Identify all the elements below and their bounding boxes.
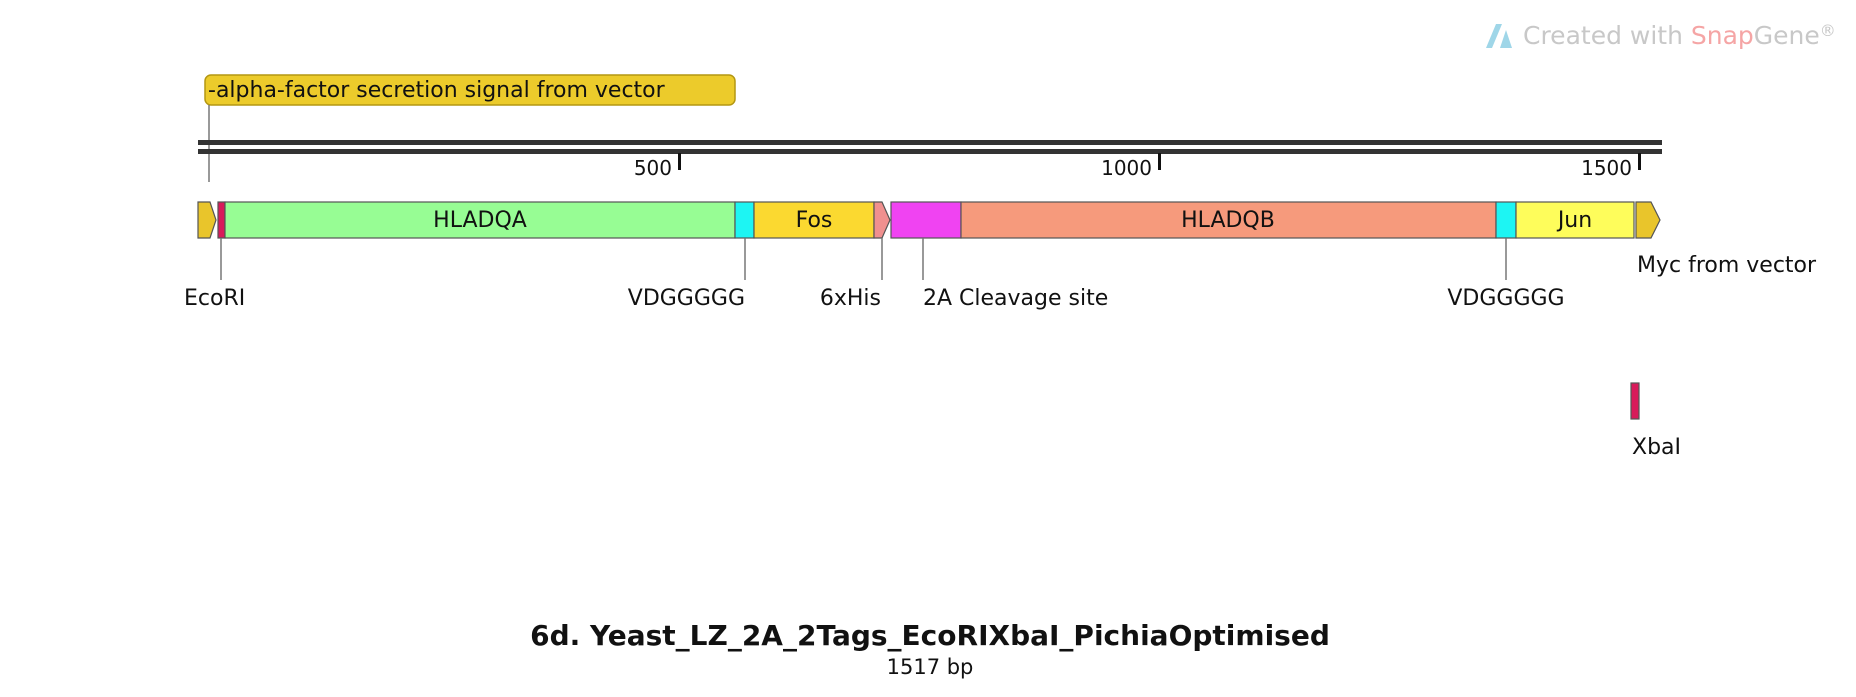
ruler-tick	[678, 153, 681, 170]
site-label-cleavage[interactable]: 2A Cleavage site	[923, 286, 1108, 311]
feature-jun-label: Jun	[1556, 208, 1592, 233]
watermark-reg: ®	[1820, 21, 1836, 40]
feature-fos-label: Fos	[796, 208, 833, 233]
site-label-his[interactable]: 6xHis	[820, 286, 881, 311]
ruler-tick-label: 500	[634, 156, 672, 180]
site-label-myc[interactable]: Myc from vector	[1637, 253, 1817, 278]
feature-myc[interactable]	[1635, 201, 1661, 239]
ruler-tick	[1638, 153, 1641, 170]
feature-vector-end-left[interactable]	[197, 201, 217, 239]
feature-linker-1[interactable]	[734, 201, 755, 239]
ruler-tick-label: 1000	[1101, 156, 1152, 180]
snapgene-watermark: Created with SnapGene®	[1486, 21, 1836, 50]
feature-hladqa[interactable]	[224, 201, 736, 239]
signal-feature[interactable]: -alpha-factor secretion signal from vect…	[204, 74, 736, 182]
feature-his-tag[interactable]	[873, 201, 891, 239]
feature-hladqb-label: HLADQB	[1181, 208, 1275, 233]
ruler: 500 1000 1500	[634, 153, 1641, 180]
feature-cleavage-2a[interactable]	[890, 201, 962, 239]
svg-text:Created with SnapGene®: Created with SnapGene®	[1523, 21, 1836, 50]
ruler-tick	[1158, 153, 1161, 170]
signal-feature-label: -alpha-factor secretion signal from vect…	[208, 78, 666, 103]
watermark-brand-snap: Snap	[1691, 21, 1754, 50]
site-label-vdggggg-1[interactable]: VDGGGGG	[628, 286, 745, 311]
feature-hladqb[interactable]	[960, 201, 1497, 239]
site-label-vdggggg-2[interactable]: VDGGGGG	[1447, 286, 1564, 311]
site-label-xbai[interactable]: XbaI	[1632, 435, 1681, 460]
snapgene-logo-icon	[1486, 24, 1512, 48]
xbai-site-marker[interactable]	[1630, 382, 1640, 420]
watermark-brand-gene: Gene	[1754, 21, 1820, 50]
sequence-title: 6d. Yeast_LZ_2A_2Tags_EcoRIXbaI_PichiaOp…	[530, 619, 1330, 652]
ruler-tick-label: 1500	[1581, 156, 1632, 180]
feature-hladqa-label: HLADQA	[433, 208, 527, 233]
watermark-prefix: Created with	[1523, 21, 1691, 50]
feature-jun[interactable]	[1515, 201, 1635, 239]
feature-fos[interactable]	[753, 201, 875, 239]
site-label-ecori[interactable]: EcoRI	[184, 286, 245, 311]
sequence-length: 1517 bp	[887, 655, 974, 679]
feature-linker-2[interactable]	[1495, 201, 1517, 239]
site-annotations: EcoRI VDGGGGG 6xHis 2A Cleavage site VDG…	[184, 238, 1817, 460]
signal-feature-box[interactable]	[204, 74, 736, 106]
feature-ecori-block[interactable]	[217, 201, 226, 239]
feature-track: HLADQA Fos HLADQB Jun	[197, 201, 1661, 239]
dna-backbone	[198, 140, 1662, 154]
